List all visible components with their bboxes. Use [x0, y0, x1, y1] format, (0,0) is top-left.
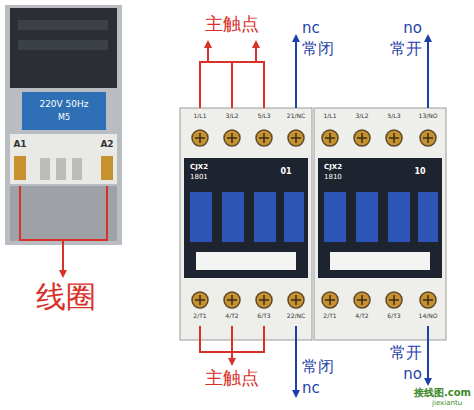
nc-label: nc [302, 380, 320, 397]
no-label: 常开 [390, 40, 422, 58]
terminal-label: 4/T2 [355, 313, 368, 320]
model-text: 1801 [190, 174, 208, 182]
model-text: CJX2 [190, 164, 208, 172]
terminal-label: 5/L3 [388, 113, 401, 120]
coil-label: 线圈 [36, 280, 96, 313]
main-contact-label: 主触点 [205, 14, 259, 34]
nc-label: 常闭 [302, 40, 334, 58]
no-label: no [403, 20, 422, 37]
model-text: CJX2 [324, 164, 342, 172]
watermark: 接线图.com [414, 387, 471, 398]
terminal-label: 14/NO [419, 313, 438, 320]
no-label: no [403, 366, 422, 383]
terminal-label: 13/NO [419, 113, 438, 120]
terminal-label: 21/NC [287, 113, 305, 120]
aux-code: 01 [280, 168, 291, 177]
terminal-label: 1/L1 [324, 113, 337, 120]
terminal-label: 6/T3 [257, 313, 270, 320]
terminal-label: A1 [13, 140, 26, 150]
nc-label: 常闭 [302, 358, 334, 376]
terminal-label: 1/L1 [194, 113, 207, 120]
terminal-label: 5/L3 [258, 113, 271, 120]
terminal-label: 22/NC [287, 313, 305, 320]
terminal-label: 3/L2 [226, 113, 239, 120]
terminal-label: 6/T3 [387, 313, 400, 320]
nc-label: nc [302, 20, 320, 37]
main-contact-label: 主触点 [205, 368, 259, 388]
rating-text: M5 [58, 114, 70, 123]
terminal-label: A2 [100, 140, 113, 150]
aux-code: 10 [414, 168, 425, 177]
watermark: jiexiantu [432, 400, 462, 408]
terminal-label: 3/L2 [356, 113, 369, 120]
model-text: 1810 [324, 174, 342, 182]
no-label: 常开 [390, 344, 422, 362]
rating-text: 220V 50Hz [39, 100, 88, 110]
terminal-label: 2/T1 [193, 313, 206, 320]
terminal-label: 2/T1 [323, 313, 336, 320]
terminal-label: 4/T2 [225, 313, 238, 320]
